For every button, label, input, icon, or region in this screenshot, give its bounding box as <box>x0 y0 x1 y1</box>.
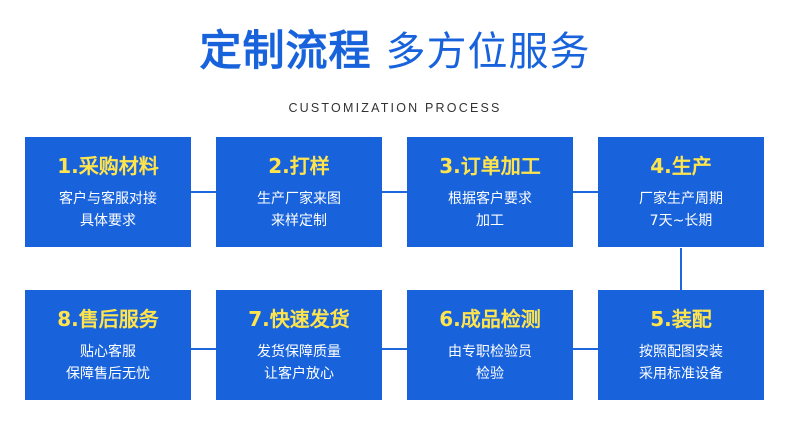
step-1-desc-line-2: 具体要求 <box>80 213 136 229</box>
step-2-title: 2.打样 <box>268 154 330 178</box>
step-4-desc-line-2: 7天~长期 <box>649 213 713 229</box>
step-1-title: 1.采购材料 <box>57 154 159 178</box>
step-5-title: 5.装配 <box>650 307 712 331</box>
step-7-title: 7.快速发货 <box>248 307 350 331</box>
step-1-desc-line-1: 客户与客服对接 <box>59 191 157 207</box>
step-6-title: 6.成品检测 <box>439 307 541 331</box>
step-3-desc-line-1: 根据客户要求 <box>448 191 532 207</box>
step-4-box: 4.生产 厂家生产周期 7天~长期 <box>598 137 764 247</box>
step-7-desc-line-1: 发货保障质量 <box>257 344 341 360</box>
step-5-desc-line-1: 按照配图安装 <box>639 344 723 360</box>
step-4-title: 4.生产 <box>650 154 712 178</box>
step-1-box: 1.采购材料 客户与客服对接 具体要求 <box>25 137 191 247</box>
step-3-box: 3.订单加工 根据客户要求 加工 <box>407 137 573 247</box>
step-8-desc-line-1: 贴心客服 <box>80 344 136 360</box>
step-2-desc-line-2: 来样定制 <box>271 213 327 229</box>
step-7-desc-line-2: 让客户放心 <box>264 366 334 382</box>
title-bold: 定制流程 <box>199 26 372 75</box>
title-light: 多方位服务 <box>385 29 591 75</box>
step-5-box: 5.装配 按照配图安装 采用标准设备 <box>598 290 764 400</box>
step-2-box: 2.打样 生产厂家来图 来样定制 <box>216 137 382 247</box>
step-2-desc-line-1: 生产厂家来图 <box>257 191 341 207</box>
connector-line <box>40 191 740 193</box>
step-6-box: 6.成品检测 由专职检验员 检验 <box>407 290 573 400</box>
step-6-desc-line-2: 检验 <box>476 366 504 382</box>
step-6-desc-line-1: 由专职检验员 <box>448 344 532 360</box>
step-4-desc-line-1: 厂家生产周期 <box>639 191 723 207</box>
connector-line <box>680 248 682 290</box>
step-8-box: 8.售后服务 贴心客服 保障售后无忧 <box>25 290 191 400</box>
step-8-desc-line-2: 保障售后无忧 <box>66 366 150 382</box>
step-3-desc-line-2: 加工 <box>476 213 504 229</box>
page-subtitle: CUSTOMIZATION PROCESS <box>288 101 502 115</box>
step-5-desc-line-2: 采用标准设备 <box>639 366 723 382</box>
step-3-title: 3.订单加工 <box>439 154 541 178</box>
page-title: 定制流程多方位服务 <box>0 29 790 75</box>
step-8-title: 8.售后服务 <box>57 307 159 331</box>
step-7-box: 7.快速发货 发货保障质量 让客户放心 <box>216 290 382 400</box>
connector-line <box>40 348 740 350</box>
